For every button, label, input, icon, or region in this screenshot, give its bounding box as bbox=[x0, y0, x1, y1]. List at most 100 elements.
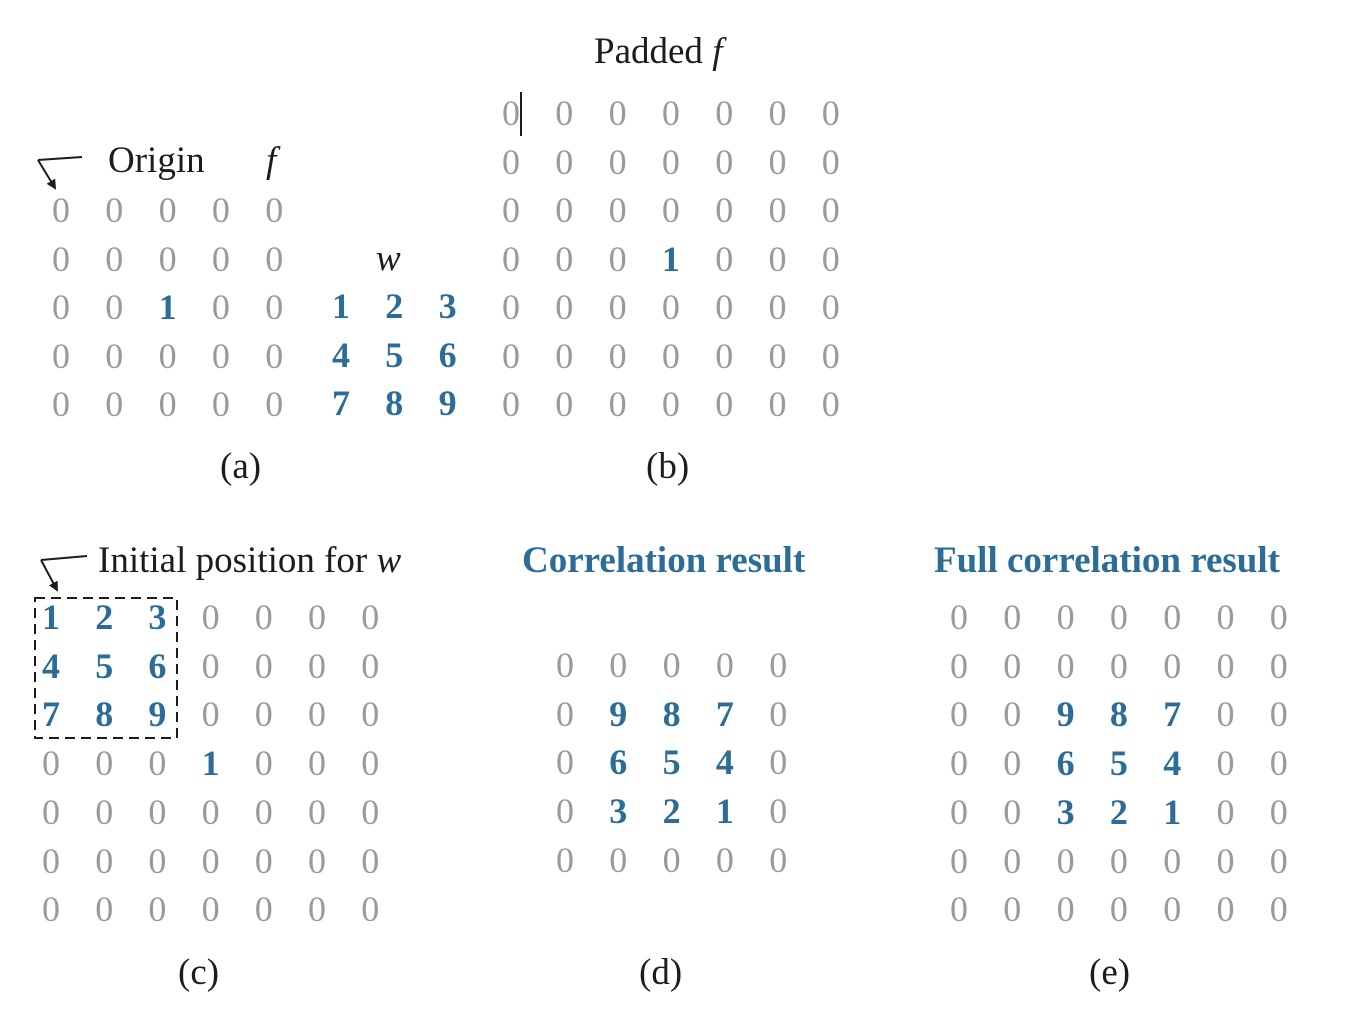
matrix-cell: 0 bbox=[148, 743, 167, 784]
matrix-cell: 0 bbox=[148, 791, 167, 832]
matrix-cell: 0 bbox=[1269, 743, 1288, 784]
matrix-cell: 0 bbox=[95, 840, 114, 881]
matrix-cell: 0 bbox=[1003, 889, 1022, 930]
matrix-cell: 0 bbox=[1109, 597, 1128, 637]
matrix-cell: 0 bbox=[201, 889, 220, 930]
matrix-cell: 0 bbox=[201, 840, 220, 881]
matrix-cell: 0 bbox=[715, 93, 734, 133]
origin-arrow-c-icon bbox=[40, 555, 88, 592]
matrix-cell: 0 bbox=[950, 597, 968, 637]
matrix-cell: 0 bbox=[52, 287, 70, 327]
matrix-cell: 0 bbox=[1216, 791, 1235, 832]
matrix-cell: 0 bbox=[556, 742, 574, 783]
matrix-cell: 0 bbox=[1003, 791, 1022, 832]
matrix-cell: 0 bbox=[662, 839, 681, 880]
matrix-cell: 0 bbox=[1269, 694, 1288, 735]
matrix-cell: 0 bbox=[556, 645, 574, 685]
matrix-cell: 1 bbox=[158, 287, 177, 327]
matrix-cell: 0 bbox=[211, 335, 230, 376]
matrix-cell: 5 bbox=[385, 334, 404, 375]
caption-a: (a) bbox=[220, 446, 262, 487]
full-correlation-result-title: Full correlation result bbox=[934, 540, 1280, 581]
matrix-cell: 0 bbox=[361, 889, 380, 930]
matrix-cell: 0 bbox=[52, 335, 70, 376]
matrix-cell: 0 bbox=[821, 238, 840, 279]
matrix-cell: 0 bbox=[308, 791, 326, 832]
matrix-cell: 0 bbox=[265, 190, 284, 230]
matrix-cell: 0 bbox=[95, 889, 114, 930]
matrix-cell: 0 bbox=[211, 287, 230, 327]
origin-arrow-a-icon bbox=[37, 156, 83, 190]
matrix-cell: 0 bbox=[361, 597, 380, 637]
matrix-cell: 9 bbox=[438, 383, 457, 423]
matrix-cell: 0 bbox=[158, 335, 177, 376]
matrix-cell: 0 bbox=[52, 238, 70, 279]
matrix-cell: 0 bbox=[308, 889, 326, 930]
matrix-cell: 0 bbox=[105, 335, 124, 376]
matrix-cell: 0 bbox=[950, 889, 968, 930]
matrix-cell: 0 bbox=[555, 141, 574, 182]
matrix-cell: 0 bbox=[1163, 597, 1182, 637]
matrix-cell: 0 bbox=[715, 238, 734, 279]
matrix-cell: 5 bbox=[1109, 743, 1128, 784]
matrix-cell: 0 bbox=[769, 693, 788, 734]
matrix-cell: 8 bbox=[385, 383, 404, 423]
matrix-cell: 4 bbox=[42, 645, 60, 686]
matrix-cell: 0 bbox=[821, 287, 840, 327]
matrix-cell: 0 bbox=[42, 791, 60, 832]
matrix-cell: 0 bbox=[158, 384, 177, 424]
correlation-result-title: Correlation result bbox=[522, 540, 806, 581]
matrix-cell: 0 bbox=[661, 93, 680, 133]
initial-position-label: Initial position for w bbox=[98, 540, 402, 581]
matrix-cell: 0 bbox=[821, 335, 840, 376]
matrix-cell: 0 bbox=[1269, 597, 1288, 637]
matrix-cell: 0 bbox=[502, 238, 520, 279]
matrix-cell: 0 bbox=[42, 840, 60, 881]
matrix-cell: 1 bbox=[1163, 791, 1182, 832]
matrix-cell: 0 bbox=[715, 335, 734, 376]
matrix-cell: 1 bbox=[332, 286, 350, 326]
caption-d: (d) bbox=[639, 952, 683, 993]
matrix-cell: 0 bbox=[1163, 645, 1182, 686]
matrix-cell: 0 bbox=[1163, 889, 1182, 930]
matrix-cell: 0 bbox=[254, 889, 273, 930]
matrix-cell: 8 bbox=[95, 694, 114, 735]
matrix-cell: 0 bbox=[715, 839, 734, 880]
matrix-cell: 6 bbox=[1056, 743, 1075, 784]
matrix-cell: 0 bbox=[361, 743, 380, 784]
matrix-cell: 0 bbox=[821, 93, 840, 133]
matrix-cell: 0 bbox=[1216, 597, 1235, 637]
matrix-cell: 0 bbox=[502, 190, 520, 230]
matrix-cell: 2 bbox=[95, 597, 114, 637]
caption-e: (e) bbox=[1089, 952, 1131, 993]
matrix-cell: 0 bbox=[1269, 791, 1288, 832]
matrix-cell: 0 bbox=[42, 889, 60, 930]
matrix-cell: 7 bbox=[1163, 694, 1182, 735]
matrix-cell: 0 bbox=[769, 839, 788, 880]
matrix-cell: 0 bbox=[1269, 645, 1288, 686]
matrix-cell: 3 bbox=[1056, 791, 1075, 832]
matrix-cell: 2 bbox=[385, 286, 404, 326]
matrix-cell: 0 bbox=[95, 743, 114, 784]
matrix-cell: 0 bbox=[201, 597, 220, 637]
matrix-cell: 0 bbox=[821, 384, 840, 424]
matrix-cell: 7 bbox=[42, 694, 60, 735]
matrix-cell: 0 bbox=[556, 791, 574, 832]
matrix-cell: 2 bbox=[1109, 791, 1128, 832]
matrix-cell: 0 bbox=[1003, 743, 1022, 784]
matrix-cell: 0 bbox=[95, 791, 114, 832]
matrix-cell: 0 bbox=[555, 190, 574, 230]
matrix-cell: 3 bbox=[438, 286, 457, 326]
matrix-cell: 0 bbox=[308, 694, 326, 735]
matrix-cell: 0 bbox=[201, 791, 220, 832]
matrix-cell: 0 bbox=[555, 335, 574, 376]
matrix-cell: 0 bbox=[662, 645, 681, 685]
matrix-cell: 0 bbox=[715, 384, 734, 424]
matrix-cell: 0 bbox=[661, 335, 680, 376]
matrix-cell: 0 bbox=[502, 287, 520, 327]
matrix-cell: 0 bbox=[768, 190, 787, 230]
w-window-dashed-box bbox=[34, 597, 178, 739]
matrix-cell: 0 bbox=[502, 93, 520, 133]
